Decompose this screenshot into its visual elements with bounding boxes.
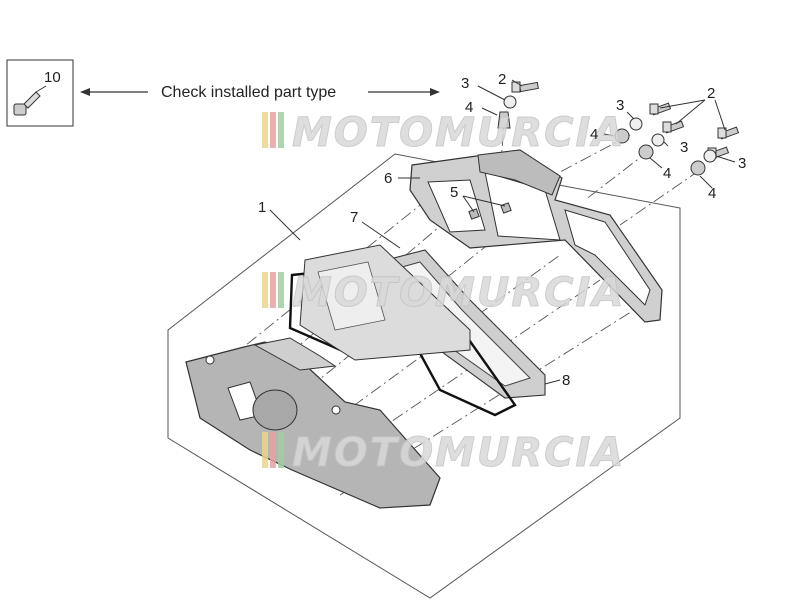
washer xyxy=(651,133,665,147)
washer xyxy=(629,117,643,131)
grommet xyxy=(497,111,511,129)
callout-7: 7 xyxy=(350,209,358,226)
assembly-boundary xyxy=(167,153,681,599)
part-10-inset: 10 xyxy=(6,59,74,127)
washer xyxy=(703,149,717,163)
callout-1: 1 xyxy=(258,199,266,216)
screw xyxy=(511,81,539,93)
callout-10: 10 xyxy=(44,69,61,86)
callout-4: 4 xyxy=(663,165,671,182)
callout-2: 2 xyxy=(707,85,715,102)
watermark-logo-icon xyxy=(262,432,284,468)
note-text: Check installed part type xyxy=(161,84,336,101)
arrow-left-icon xyxy=(80,88,90,96)
part-6-frame xyxy=(409,149,663,323)
callout-4: 4 xyxy=(708,185,716,202)
grommet xyxy=(690,160,706,176)
callout-8: 8 xyxy=(562,372,570,389)
screw xyxy=(717,126,740,140)
callout-labels: 1 2 2 3 3 3 3 4 4 4 4 5 6 7 8 xyxy=(258,71,746,389)
callout-4: 4 xyxy=(590,126,598,143)
bolt-icon xyxy=(13,85,47,116)
callout-3: 3 xyxy=(461,75,469,92)
washer xyxy=(503,95,517,109)
watermark-logo-icon xyxy=(262,112,284,148)
watermark-logo-icon xyxy=(262,272,284,308)
arrow-right-icon xyxy=(430,88,440,96)
installed-part-note: Check installed part type xyxy=(80,84,440,101)
watermark-text: MOTOMURCIA xyxy=(292,270,625,316)
callout-2: 2 xyxy=(498,71,506,88)
display-board xyxy=(299,244,471,361)
screw xyxy=(649,102,672,116)
leader-lines xyxy=(269,79,736,385)
bottom-cover xyxy=(185,337,441,509)
watermark-group: MOTOMURCIA MOTOMURCIA MOTOMURCIA xyxy=(262,110,625,477)
callout-5: 5 xyxy=(450,184,458,201)
callout-6: 6 xyxy=(384,170,392,187)
watermark-text: MOTOMURCIA xyxy=(292,110,625,156)
grommet xyxy=(638,144,654,160)
callout-3: 3 xyxy=(738,155,746,172)
callout-4: 4 xyxy=(465,99,473,116)
hardware-group xyxy=(497,81,740,176)
screw xyxy=(662,120,685,134)
callout-3: 3 xyxy=(616,97,624,114)
watermark-text: MOTOMURCIA xyxy=(292,430,625,476)
callout-3: 3 xyxy=(680,139,688,156)
